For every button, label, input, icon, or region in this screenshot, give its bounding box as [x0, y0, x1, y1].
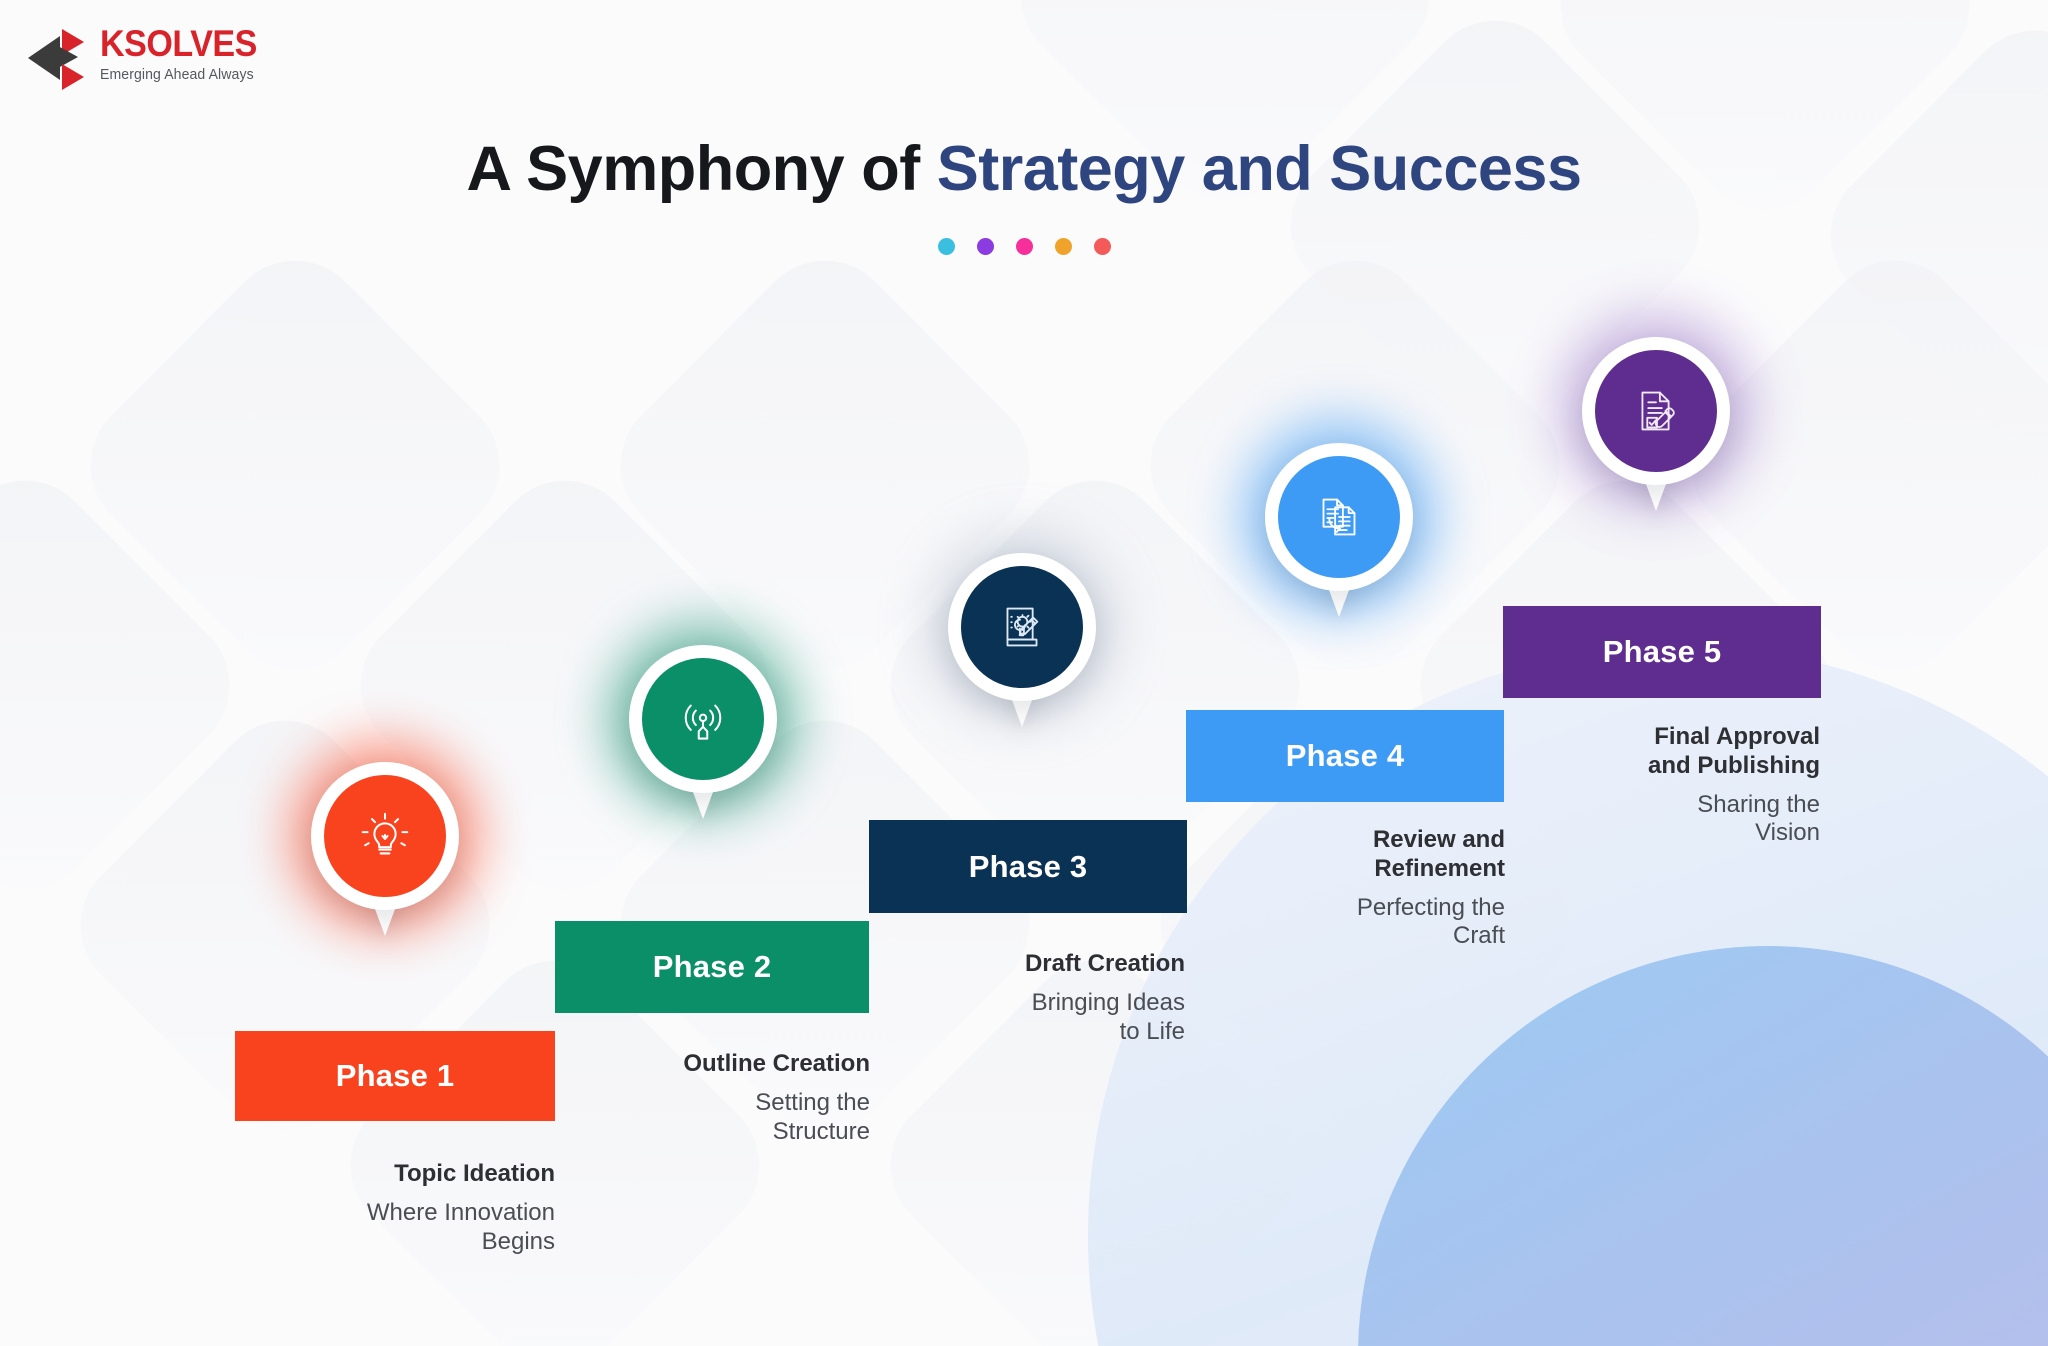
phase-5-title-line2: and Publishing	[1648, 751, 1820, 779]
dot-purple	[976, 238, 994, 255]
page-title-part1: A Symphony of	[466, 134, 937, 204]
phase-3-caption: Draft Creation Bringing Ideas to Life	[845, 950, 1185, 1046]
ksolves-arrow-logo-icon	[28, 24, 90, 90]
phase-5-caption: Final Approval and Publishing Sharing th…	[1480, 723, 1820, 848]
phase-2-subtitle-line2: Structure	[772, 1117, 870, 1145]
phase-4-title: Review and Refinement	[1165, 826, 1505, 884]
page-header: A Symphony of Strategy and Success	[0, 138, 2048, 255]
phase-3-bar-label: Phase 3	[968, 848, 1088, 884]
phase-4-caption: Review and Refinement Perfecting the Cra…	[1165, 826, 1505, 951]
dot-orange	[1054, 238, 1072, 255]
phase-5-bar[interactable]: Phase 5	[1503, 606, 1821, 698]
phase-4-subtitle-line2: Craft	[1452, 922, 1505, 950]
logo-wordmark: KSOLVES	[100, 23, 257, 64]
phase-3-subtitle-line2: to Life	[1119, 1017, 1185, 1045]
phase-5-bar-label: Phase 5	[1602, 634, 1722, 669]
page-title: A Symphony of Strategy and Success	[467, 138, 1582, 201]
dot-magenta	[1015, 238, 1033, 255]
phase-2-pin[interactable]	[608, 624, 798, 819]
phase-2-bar[interactable]: Phase 2	[555, 921, 869, 1013]
phase-5-subtitle-line1: Sharing the	[1697, 790, 1820, 818]
lightbulb-icon	[324, 775, 446, 897]
phase-1-bar[interactable]: Phase 1	[235, 1031, 555, 1121]
phase-1-pin[interactable]	[290, 741, 480, 936]
phase-4-pin[interactable]	[1241, 419, 1437, 617]
phase-1-subtitle-line2: Begins	[481, 1227, 555, 1255]
phase-4-title-line1: Review and	[1372, 826, 1505, 853]
phase-2-subtitle: Setting the Structure	[530, 1089, 870, 1147]
dot-red	[1093, 238, 1111, 255]
phase-4-bar-label: Phase 4	[1285, 738, 1405, 773]
phase-5-title: Final Approval and Publishing	[1480, 723, 1820, 781]
ksolves-logo[interactable]: KSOLVES Emerging Ahead Always	[28, 23, 271, 90]
phase-3-subtitle: Bringing Ideas to Life	[845, 989, 1185, 1047]
document-revision-icon	[1278, 456, 1400, 578]
phase-3-title: Draft Creation	[1024, 950, 1185, 977]
phase-2-bar-label: Phase 2	[652, 949, 772, 984]
phase-1-title: Topic Ideation	[394, 1160, 555, 1187]
phase-1-bar-label: Phase 1	[335, 1058, 455, 1093]
phase-1-caption: Topic Ideation Where Innovation Begins	[215, 1160, 555, 1256]
phase-3-subtitle-line1: Bringing Ideas	[1031, 988, 1185, 1016]
phase-1-subtitle: Where Innovation Begins	[215, 1199, 555, 1257]
phase-5-title-line1: Final Approval	[1654, 723, 1820, 750]
document-idea-pencil-icon	[961, 566, 1083, 688]
dot-cyan	[937, 238, 955, 255]
broadcast-antenna-icon	[642, 658, 764, 780]
phase-2-subtitle-line1: Setting the	[755, 1088, 870, 1116]
phase-4-subtitle-line1: Perfecting the	[1356, 893, 1505, 921]
phase-1-subtitle-line1: Where Innovation	[366, 1198, 555, 1226]
phase-2-title: Outline Creation	[683, 1050, 870, 1077]
phase-2-caption: Outline Creation Setting the Structure	[530, 1050, 870, 1146]
phase-3-bar[interactable]: Phase 3	[869, 820, 1187, 913]
decorative-dots	[0, 238, 2048, 255]
page-title-part2: Strategy and Success	[936, 134, 1582, 204]
phase-5-subtitle-line2: Vision	[1755, 819, 1820, 847]
phase-5-pin[interactable]	[1558, 313, 1754, 511]
phase-3-pin[interactable]	[929, 534, 1115, 727]
phase-5-subtitle: Sharing the Vision	[1480, 791, 1820, 849]
phase-4-subtitle: Perfecting the Craft	[1165, 894, 1505, 952]
logo-tagline: Emerging Ahead Always	[100, 67, 254, 83]
document-approval-stamp-icon	[1595, 350, 1717, 472]
phase-4-title-line2: Refinement	[1374, 854, 1505, 882]
phase-4-bar[interactable]: Phase 4	[1186, 710, 1504, 802]
